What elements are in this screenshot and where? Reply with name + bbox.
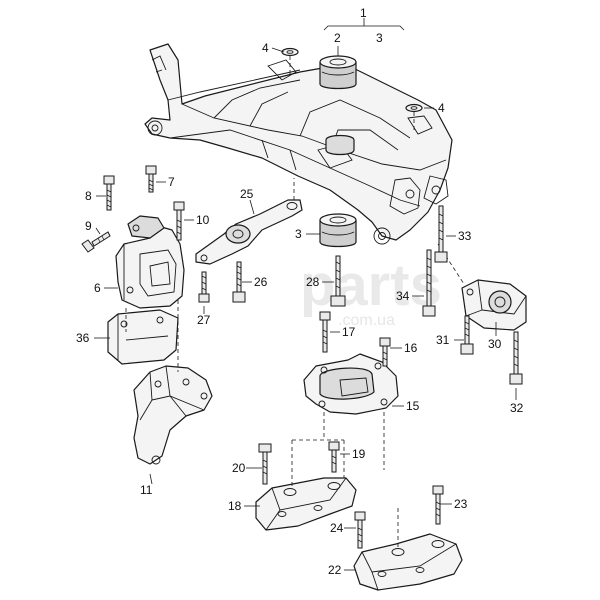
callout-30: 30 [488,337,502,351]
callout-28: 28 [306,275,320,289]
callout-26: 26 [254,275,268,289]
mount-bracket-36 [107,309,179,365]
callout-31: 31 [436,333,450,347]
callout-18: 18 [228,499,242,513]
callout-17: 17 [342,325,356,339]
bracket-22 [353,533,463,591]
callout-25: 25 [240,187,254,201]
callout-19: 19 [352,447,366,461]
bolt-31 [460,315,474,355]
callout-7: 7 [168,175,175,189]
callout-4-right: 4 [438,101,445,115]
callout-27: 27 [197,313,211,327]
callout-33: 33 [458,229,472,243]
bolt-23 [432,485,444,525]
rubber-mount-3 [319,213,357,248]
bolt-19 [328,441,340,473]
bushing-bracket-30 [461,279,527,331]
torque-rod-25 [195,178,303,265]
bolt-33 [434,205,448,263]
callout-22: 22 [328,563,342,577]
callout-11: 11 [140,483,153,497]
bolt-24 [354,511,366,549]
callout-9: 9 [85,219,92,233]
watermark-text: parts [300,253,442,318]
callout-20: 20 [232,461,246,475]
callout-34: 34 [396,289,410,303]
callout-32: 32 [510,401,524,415]
callout-10: 10 [196,213,210,227]
bolt-10 [173,201,185,241]
bolt-16 [379,337,391,367]
callout-8: 8 [85,189,92,203]
bracket-18 [255,477,357,531]
bolt-27 [198,271,210,303]
bolt-26 [232,261,246,303]
bolt-34 [422,249,436,317]
subframe [144,43,453,245]
callout-24: 24 [330,521,344,535]
washer-4-left [281,47,299,74]
callout-3-lower: 3 [295,227,302,241]
bolt-7 [145,165,157,193]
bolt-32 [509,331,523,385]
callout-6: 6 [94,281,101,295]
washer-4-right [405,103,423,130]
engine-mount-6 [115,215,185,309]
gearbox-mount-15 [303,353,399,415]
bolt-28 [330,255,346,307]
callout-1: 1 [360,6,367,20]
callout-4-left: 4 [262,41,269,55]
callout-3: 3 [376,31,383,45]
bolt-20 [258,443,272,485]
bolt-17 [319,311,331,353]
leader-lines [94,18,517,571]
bolt-8 [103,175,115,211]
callout-15: 15 [406,399,420,413]
callout-16: 16 [404,341,418,355]
bracket-11 [133,365,213,465]
callout-36: 36 [76,331,90,345]
watermark-domain: .com.ua [338,312,395,329]
rubber-mount-2 [319,55,357,90]
callout-23: 23 [454,497,468,511]
bolt-9 [81,231,111,253]
callout-2: 2 [334,31,341,45]
callout-labels: 1 2 3 4 4 3 7 8 9 10 25 26 27 28 6 36 11… [76,6,524,577]
